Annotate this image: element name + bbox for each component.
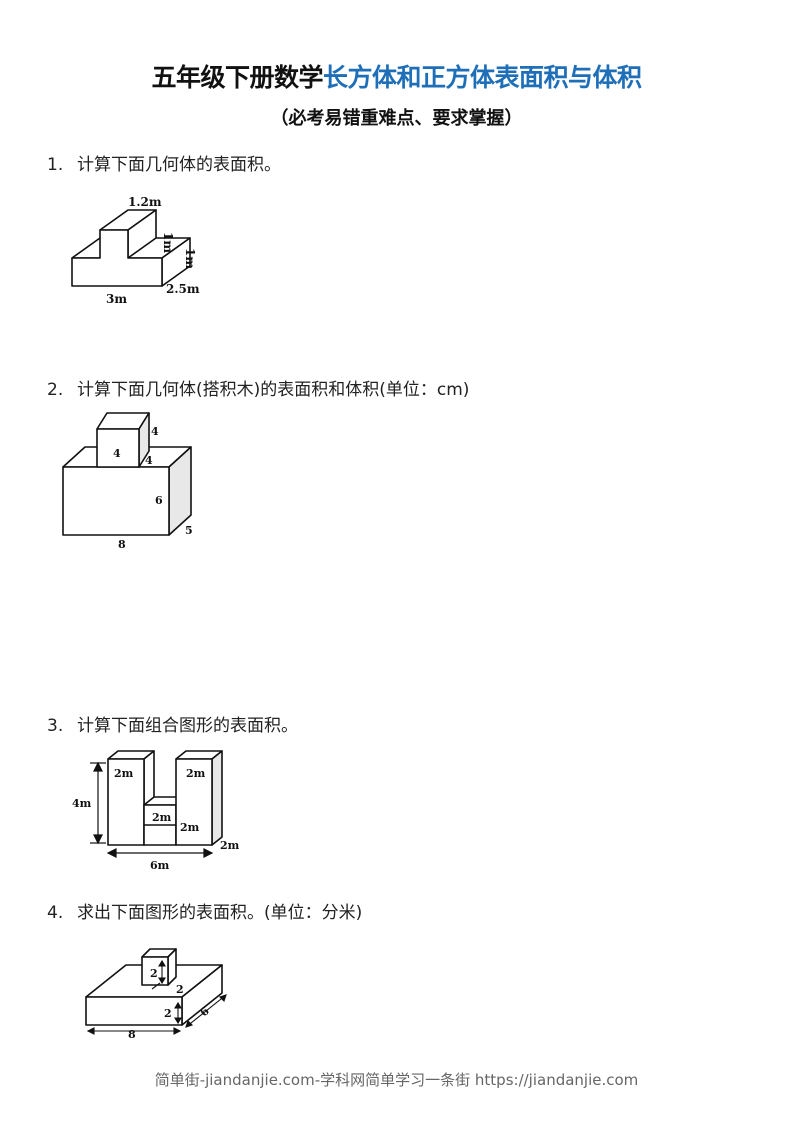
figure-3: 2m 2m 2m 2m 4m 6m 2m: [72, 750, 240, 872]
fig2-label-cube-front: 4: [113, 447, 121, 460]
figure-2: 4 4 4 6 5 8: [62, 412, 193, 551]
fig4-label-box-width: 8: [128, 1028, 136, 1041]
page-subtitle: （必考易错重难点、要求掌握）: [270, 108, 523, 129]
fig4-label-cube-depth: 2: [176, 983, 184, 996]
question-4-number: 4.: [47, 903, 64, 923]
fig2-label-cube-depth: 4: [145, 454, 153, 467]
fig3-label-total-width: 6m: [150, 859, 170, 872]
question-1: 1. 计算下面几何体的表面积。: [47, 150, 281, 175]
fig3-label-mid-front: 2m: [180, 821, 200, 834]
question-3: 3. 计算下面组合图形的表面积。: [47, 711, 298, 736]
fig2-label-box-depth: 5: [185, 524, 193, 537]
fig4-label-box-height: 2: [164, 1007, 172, 1020]
fig3-label-mid-top: 2m: [152, 811, 172, 824]
fig3-label-left-top: 2m: [114, 767, 134, 780]
question-4: 4. 求出下面图形的表面积。(单位：分米): [47, 898, 362, 923]
fig1-label-depth: 2.5m: [166, 282, 200, 296]
figure-4: 2 2 2 6 8: [85, 948, 227, 1041]
question-1-text: 计算下面几何体的表面积。: [77, 155, 281, 175]
question-1-number: 1.: [47, 155, 64, 175]
fig2-label-box-height: 6: [155, 494, 163, 507]
figure-1: 1.2m 1m 1m 2.5m 3m: [71, 195, 200, 306]
fig4-label-cube-height: 2: [150, 967, 158, 980]
fig3-label-total-height: 4m: [72, 797, 92, 810]
fig1-label-base-height: 1m: [183, 248, 197, 269]
question-3-text: 计算下面组合图形的表面积。: [77, 716, 298, 736]
fig3-label-depth: 2m: [220, 839, 240, 852]
question-2: 2. 计算下面几何体(搭积木)的表面积和体积(单位：cm): [47, 375, 469, 400]
page-footer: 简单街-jiandanjie.com-学科网简单学习一条街 https://ji…: [154, 1071, 639, 1089]
title-part-black: 五年级下册数学: [151, 63, 323, 92]
fig3-label-right-top: 2m: [186, 767, 206, 780]
fig1-label-top-width: 1.2m: [128, 195, 162, 209]
question-2-text: 计算下面几何体(搭积木)的表面积和体积(单位：cm): [77, 380, 470, 400]
fig2-label-cube-side: 4: [151, 425, 159, 438]
fig1-label-top-height: 1m: [161, 232, 175, 253]
fig1-label-base-width: 3m: [106, 292, 127, 306]
question-4-text: 求出下面图形的表面积。(单位：分米): [77, 903, 363, 923]
question-3-number: 3.: [47, 716, 64, 736]
page-title: 五年级下册数学长方体和正方体表面积与体积: [0, 58, 793, 94]
title-part-blue: 长方体和正方体表面积与体积: [323, 63, 642, 92]
fig4-label-box-depth: 6: [198, 1004, 212, 1019]
question-2-number: 2.: [47, 380, 64, 400]
fig2-label-box-width: 8: [118, 538, 126, 551]
